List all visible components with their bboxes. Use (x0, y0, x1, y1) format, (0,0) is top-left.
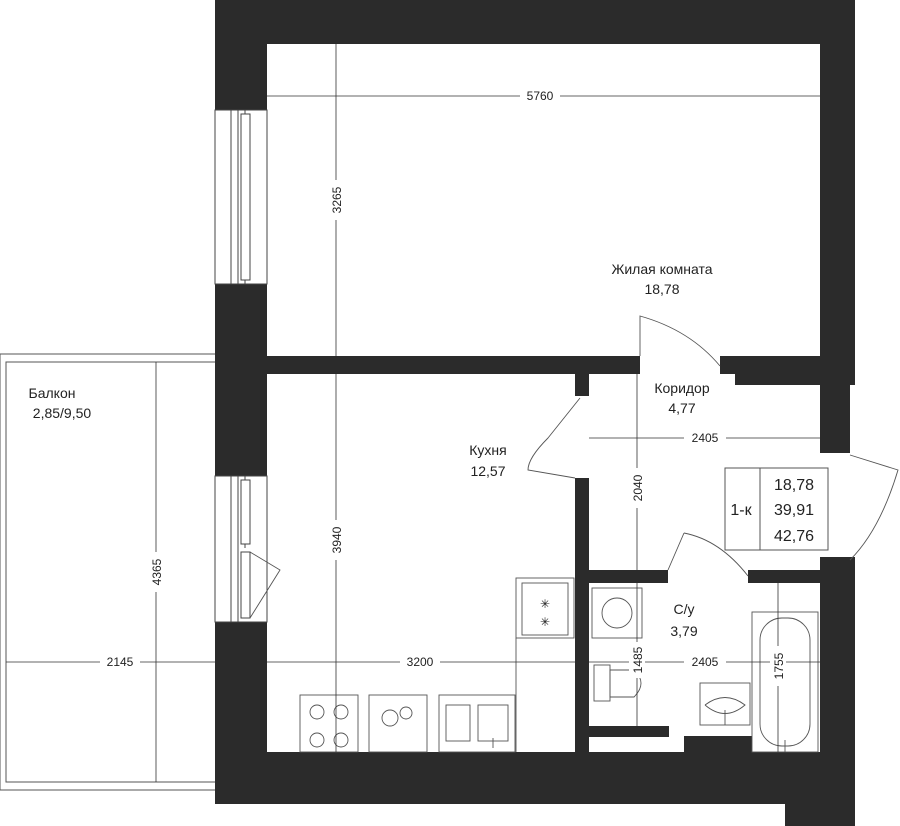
dim-bath-width: 2405 (692, 655, 719, 669)
wall-partition-living-kitchen (215, 356, 640, 374)
wall-left-upper (215, 0, 267, 110)
summary-living-area: 18,78 (774, 477, 814, 494)
window-living (214, 109, 268, 285)
summary-type: 1-к (730, 502, 752, 519)
dim-balcony-length: 4365 (150, 558, 164, 585)
room-kitchen-name: Кухня (469, 442, 506, 458)
wall-bottom-step (755, 752, 855, 782)
wall-bath-bottom-left (589, 726, 669, 737)
door-kitchen (527, 397, 581, 479)
summary-total-with-balcony: 42,76 (774, 528, 814, 545)
wall-partition-living-corridor (720, 356, 820, 374)
walls (215, 0, 855, 826)
dim-kitchen-width: 3200 (407, 655, 434, 669)
door-living (639, 315, 721, 367)
wall-bath-bottom-right (684, 736, 754, 752)
room-living-name: Жилая комната (611, 261, 712, 277)
room-kitchen-area: 12,57 (470, 463, 505, 479)
wall-bath-top-left (575, 570, 668, 583)
kitchen-fixtures: ✳ ✳ ✳ (299, 577, 575, 753)
wall-bottom (215, 752, 785, 804)
door-entrance (849, 454, 899, 561)
window-kitchen (214, 475, 281, 623)
room-balcony-area: 2,85/9,50 (33, 405, 92, 421)
wall-kitchen-corridor-stub (575, 374, 589, 396)
room-balcony-name: Балкон (29, 385, 76, 401)
dim-living-depth: 3265 (330, 186, 344, 213)
svg-text:✳: ✳ (540, 615, 550, 629)
dim-corridor-depth: 2040 (631, 474, 645, 501)
dimension-lines (6, 44, 820, 782)
door-bathroom (667, 532, 749, 577)
room-bathroom-area: 3,79 (670, 623, 697, 639)
dim-bath-depth-right: 1755 (772, 652, 786, 679)
wall-kitchen-corridor (575, 478, 589, 752)
summary-box: 1-к 18,78 39,91 42,76 (724, 467, 829, 551)
wall-right-upper (820, 0, 855, 385)
balcony (0, 353, 215, 791)
bathroom-fixtures (591, 587, 819, 753)
doors (527, 315, 899, 577)
room-corridor-area: 4,77 (668, 400, 695, 416)
svg-text:✳: ✳ (540, 597, 550, 611)
summary-total-area: 39,91 (774, 502, 814, 519)
wall-bath-top-right (748, 570, 820, 583)
dim-bath-depth-left: 1485 (631, 646, 645, 673)
dim-living-width: 5760 (527, 89, 554, 103)
wall-right-corridor (820, 385, 850, 453)
wall-left-mid (215, 284, 267, 476)
dim-kitchen-depth: 3940 (330, 526, 344, 553)
room-bathroom-name: С/у (674, 601, 695, 617)
wall-top (215, 0, 855, 44)
room-corridor-name: Коридор (654, 380, 710, 396)
wall-bottom-right (785, 782, 855, 826)
dim-balcony-width: 2145 (107, 655, 134, 669)
wall-partition-living-corridor-2 (735, 370, 825, 385)
dim-corridor-width: 2405 (692, 431, 719, 445)
room-living-area: 18,78 (644, 281, 679, 297)
